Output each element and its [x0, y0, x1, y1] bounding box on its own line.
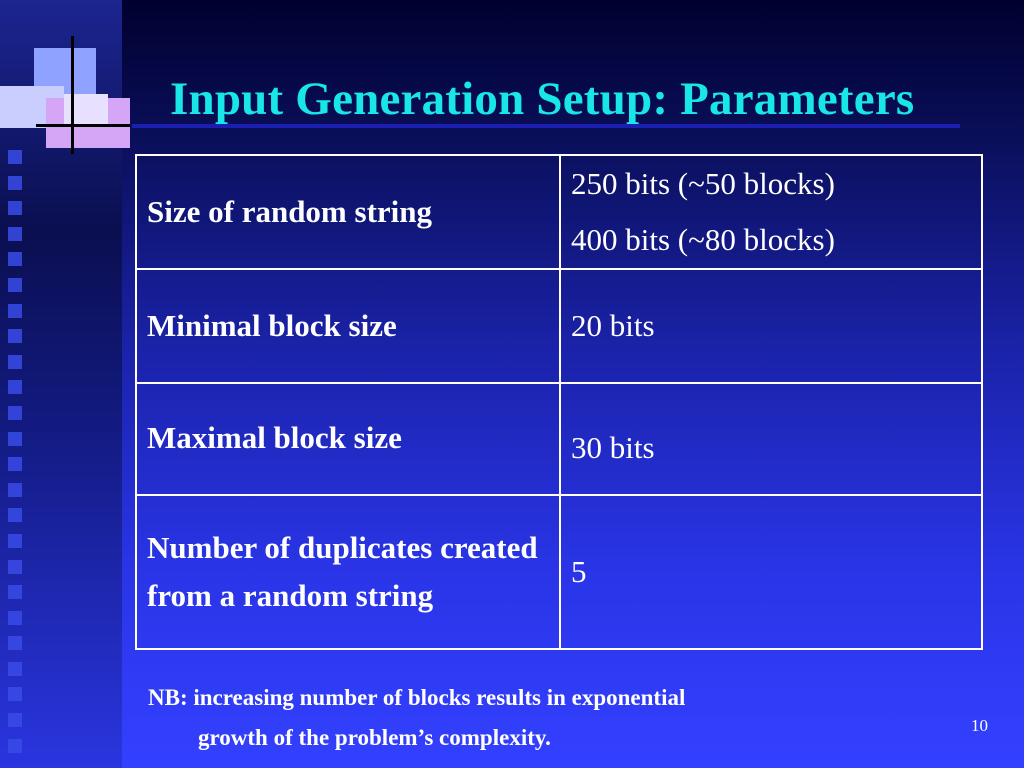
decorative-square	[8, 380, 22, 395]
decorative-square	[8, 636, 22, 651]
table-row: Maximal block size 30 bits	[135, 382, 983, 496]
table-row: Size of random string 250 bits (~50 bloc…	[135, 154, 983, 270]
footnote: NB: increasing number of blocks results …	[148, 678, 685, 758]
decorative-square	[8, 482, 22, 497]
decorative-square	[8, 175, 22, 190]
decorative-square	[8, 508, 22, 523]
decorative-square	[8, 559, 22, 574]
decorative-square	[8, 431, 22, 446]
decorative-square-column	[8, 150, 24, 764]
decorative-square	[8, 252, 22, 267]
decorative-square	[8, 201, 22, 216]
decorative-square	[8, 405, 22, 420]
decorative-square	[8, 329, 22, 344]
table-row: Minimal block size 20 bits	[135, 268, 983, 384]
footnote-line: growth of the problem’s complexity.	[198, 725, 551, 750]
value-line: 250 bits (~50 blocks)	[571, 166, 835, 201]
decorative-square	[8, 533, 22, 548]
row-label: Number of duplicates created from a rand…	[135, 494, 561, 650]
title-underline	[132, 124, 960, 128]
row-value: 20 bits	[559, 268, 983, 384]
table-row: Number of duplicates created from a rand…	[135, 494, 983, 650]
decorative-square	[8, 226, 22, 241]
row-value: 5	[559, 494, 983, 650]
row-value: 250 bits (~50 blocks) 400 bits (~80 bloc…	[559, 154, 983, 270]
footnote-line: NB: increasing number of blocks results …	[148, 685, 686, 710]
decorative-square	[8, 277, 22, 292]
row-value: 30 bits	[559, 382, 983, 496]
decorative-square	[8, 457, 22, 472]
decorative-square	[8, 713, 22, 728]
parameters-table: Size of random string 250 bits (~50 bloc…	[135, 154, 983, 650]
decorative-square	[8, 354, 22, 369]
deco-vertical-line	[71, 36, 74, 154]
decorative-square	[8, 585, 22, 600]
row-label: Size of random string	[135, 154, 561, 270]
row-label: Maximal block size	[135, 382, 561, 496]
decorative-square	[8, 687, 22, 702]
value-line: 400 bits (~80 blocks)	[571, 222, 835, 257]
row-label: Minimal block size	[135, 268, 561, 384]
decorative-square	[8, 150, 22, 164]
page-number: 10	[971, 716, 988, 735]
slide-title: Input Generation Setup: Parameters	[170, 73, 915, 125]
decorative-square	[8, 661, 22, 676]
crosshair-decoration	[0, 0, 140, 160]
decorative-square	[8, 610, 22, 625]
decorative-square	[8, 738, 22, 753]
decorative-square	[8, 303, 22, 318]
deco-horizontal-line	[36, 124, 130, 127]
